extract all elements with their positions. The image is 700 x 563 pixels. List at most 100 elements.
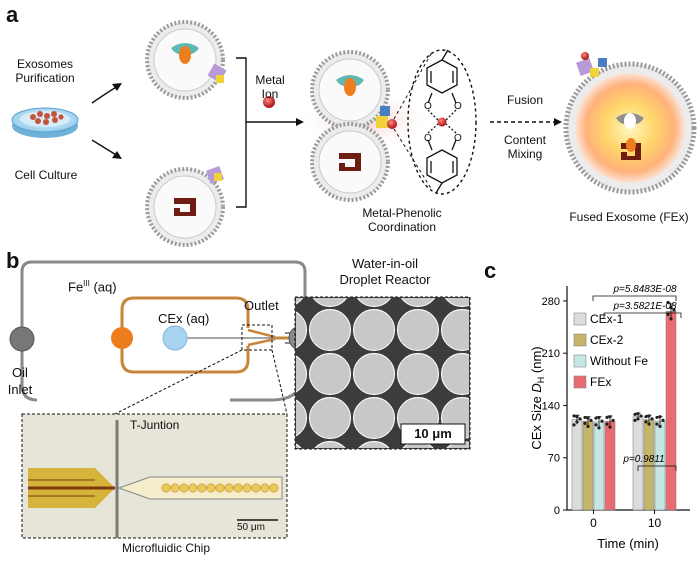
data-point [661,418,665,422]
data-point [647,414,651,418]
data-point [647,422,651,426]
data-point [586,424,590,428]
cex-inlet-port [162,325,188,351]
metal-phenolic-label: Metal-Phenolic Coordination [354,206,450,234]
data-point [636,412,640,416]
svg-text:O: O [424,101,432,112]
data-point [586,416,590,420]
fe-inlet-port [111,327,133,349]
y-axis-label-unit: (nm) [529,346,544,376]
data-point [572,423,576,427]
y-tick-label: 70 [548,453,560,465]
bar-fex-t10 [665,311,677,511]
y-axis-label-subscript: H [536,377,546,384]
reactor-label-line1: Water-in-oil [352,256,418,271]
pvalue-c-bracket [637,465,677,471]
pvalue-b-bracket [603,312,682,318]
data-point [608,415,612,419]
exosomes-label-line1: Exosomes [16,57,74,71]
data-point [644,415,648,419]
legend-swatch [573,312,587,326]
data-point [666,312,670,316]
data-point [589,418,593,422]
data-point [608,425,612,429]
scale-bar-50um-label: 50 μm [237,522,265,533]
panel-label-a: a [6,2,19,27]
data-point [575,415,579,419]
data-point [655,422,659,426]
data-point [655,415,659,420]
legend-swatch [573,354,587,368]
droplet [161,483,171,493]
y-tick-label: 0 [554,505,560,517]
oil-inlet-label: Oil Inlet [2,364,38,398]
data-point [636,417,640,421]
pvalue-c-label: p=0.9811 [622,454,664,465]
outlet-label: Outlet [244,298,279,313]
metal-ion-line1: Metal [255,73,285,87]
x-tick-label: 10 [648,516,662,530]
fe-channel [120,296,250,338]
droplet [233,483,243,493]
data-point [658,424,662,428]
fusion-label: Fusion [506,93,544,107]
droplet [197,483,207,493]
data-point [633,412,637,417]
pvalue-a-label: p=5.8483E-08 [612,284,677,295]
droplet [251,483,261,493]
fe-aq-suffix: (aq) [89,279,117,295]
docking-exosome-top [310,50,390,130]
droplet [179,483,189,493]
fused-exosome-label: Fused Exosome (FEx) [569,210,689,224]
legend-swatch [573,375,587,389]
data-point [575,420,579,424]
metal-ion-label: Metal Ion [252,73,288,101]
data-point [578,417,582,421]
bar-fex-t0 [604,420,616,511]
y-axis-label: CEx Size DH (nm) [529,346,546,449]
panel-a-illustration: OO OO [11,20,697,247]
data-point [611,418,615,422]
y-tick-label: 280 [542,296,560,308]
bar-cex-2-t0 [582,420,594,511]
t-junction-zoom-box [241,324,273,351]
data-point [594,423,598,427]
x-axis-label: Time (min) [597,536,659,551]
y-axis-label-main: CEx Size [529,393,544,450]
metal-ion-icon [263,96,275,108]
y-tick-label: 210 [542,348,560,360]
content-mixing-line1: Content [503,133,547,147]
droplet-micrograph [294,296,471,450]
data-point [605,422,609,426]
data-point [644,420,648,424]
fe-oxidation-state: III [83,279,90,288]
droplet [215,483,225,493]
droplet [206,483,216,493]
data-point [669,306,673,310]
exosome-top [145,20,227,100]
data-point [669,317,673,321]
data-point [583,421,587,425]
content-mixing-label: Content Mixing [496,133,554,161]
reactor-label-line2: Droplet Reactor [339,272,431,287]
x-tick-label: 0 [590,516,597,530]
metal-ion-line2: Ion [261,87,279,101]
fe-symbol: Fe [68,279,84,295]
zoom-lines [393,49,477,195]
microfluidic-chip-label: Microfluidic Chip [122,541,211,555]
data-point [605,415,609,420]
legend-label: Without Fe [590,354,648,368]
oil-label-line1: Oil [12,365,28,380]
data-point [658,415,662,419]
metal-phenolic-line2: Coordination [367,220,437,234]
data-point [633,418,637,422]
cex-aq-label: CEx (aq) [158,311,210,326]
droplet [224,483,234,493]
exosomes-label-line2: Purification [15,71,75,85]
bar-cex-1-t0 [571,419,583,511]
droplet [170,483,180,493]
svg-text:O: O [424,133,432,144]
exosome-bottom [145,166,225,247]
